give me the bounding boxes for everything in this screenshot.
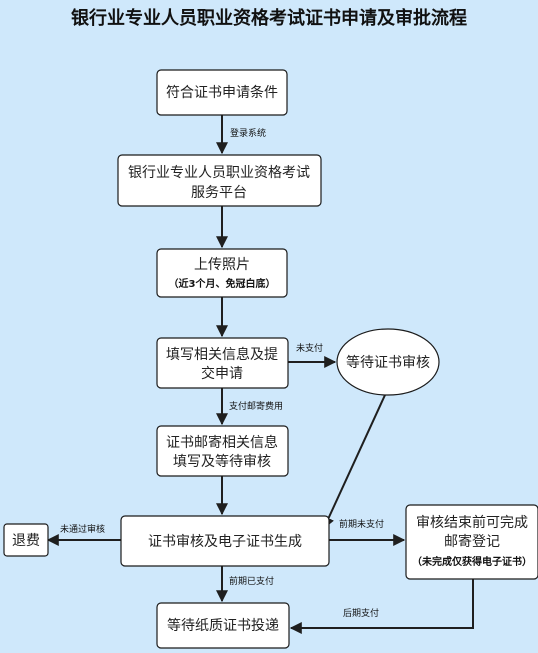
node-review-gen: 证书审核及电子证书生成 <box>120 515 330 567</box>
node-mail-info: 证书邮寄相关信息 填写及等待审核 <box>156 425 289 477</box>
edge-label-unpaid: 未支付 <box>296 342 323 354</box>
node-photo: 上传照片 （近3个月、免冠白底） <box>156 248 288 298</box>
node-paper-delivery-label: 等待纸质证书投递 <box>167 617 279 634</box>
node-conditions-label: 符合证书申请条件 <box>166 84 278 101</box>
node-refund-label: 退费 <box>12 533 40 549</box>
node-wait-review-label: 等待证书审核 <box>346 354 430 371</box>
node-mail-register-line1: 审核结束前可完成 <box>416 514 528 531</box>
edge-later-paid <box>289 579 474 634</box>
node-mail-register-line2: 邮寄登记 <box>444 533 500 550</box>
node-mail-register-line3: （未完成仅获得电子证书） <box>412 555 532 568</box>
node-mail-register: 审核结束前可完成 邮寄登记 （未完成仅获得电子证书） <box>405 504 538 580</box>
page-title: 银行业专业人员职业资格考试证书申请及审批流程 <box>71 7 467 29</box>
edge-label-not-passed: 未通过审核 <box>60 523 105 535</box>
node-mail-info-line2: 填写及等待审核 <box>173 453 271 470</box>
node-platform-line2: 服务平台 <box>191 185 247 201</box>
node-fill-info-line1: 填写相关信息及提 <box>166 346 278 363</box>
edges: 登录系统 未支付 支付邮寄费用 未通过审核 前期未支付 前期已支付 后期支付 <box>46 115 474 634</box>
node-fill-info: 填写相关信息及提 交申请 <box>156 337 289 389</box>
node-refund: 退费 <box>3 523 49 557</box>
node-conditions: 符合证书申请条件 <box>156 69 288 116</box>
edge-label-login: 登录系统 <box>230 127 266 139</box>
node-photo-line2: （近3个月、免冠白底） <box>169 277 276 290</box>
edge-label-early-unpaid: 前期未支付 <box>339 518 384 530</box>
node-wait-review: 等待证书审核 <box>336 328 440 396</box>
node-photo-line1: 上传照片 <box>194 257 250 273</box>
node-paper-delivery: 等待纸质证书投递 <box>156 602 290 649</box>
node-fill-info-line2: 交申请 <box>201 365 243 382</box>
edge-label-later-paid: 后期支付 <box>343 607 379 619</box>
node-mail-info-line1: 证书邮寄相关信息 <box>166 434 278 451</box>
node-review-gen-label: 证书审核及电子证书生成 <box>148 534 302 550</box>
edge-label-early-paid: 前期已支付 <box>229 575 274 587</box>
node-platform-line1: 银行业专业人员职业资格考试 <box>128 165 310 181</box>
edge-wait-to-review <box>323 394 386 530</box>
edge-label-paid-postage: 支付邮寄费用 <box>229 400 283 412</box>
node-platform: 银行业专业人员职业资格考试 服务平台 <box>117 154 322 207</box>
